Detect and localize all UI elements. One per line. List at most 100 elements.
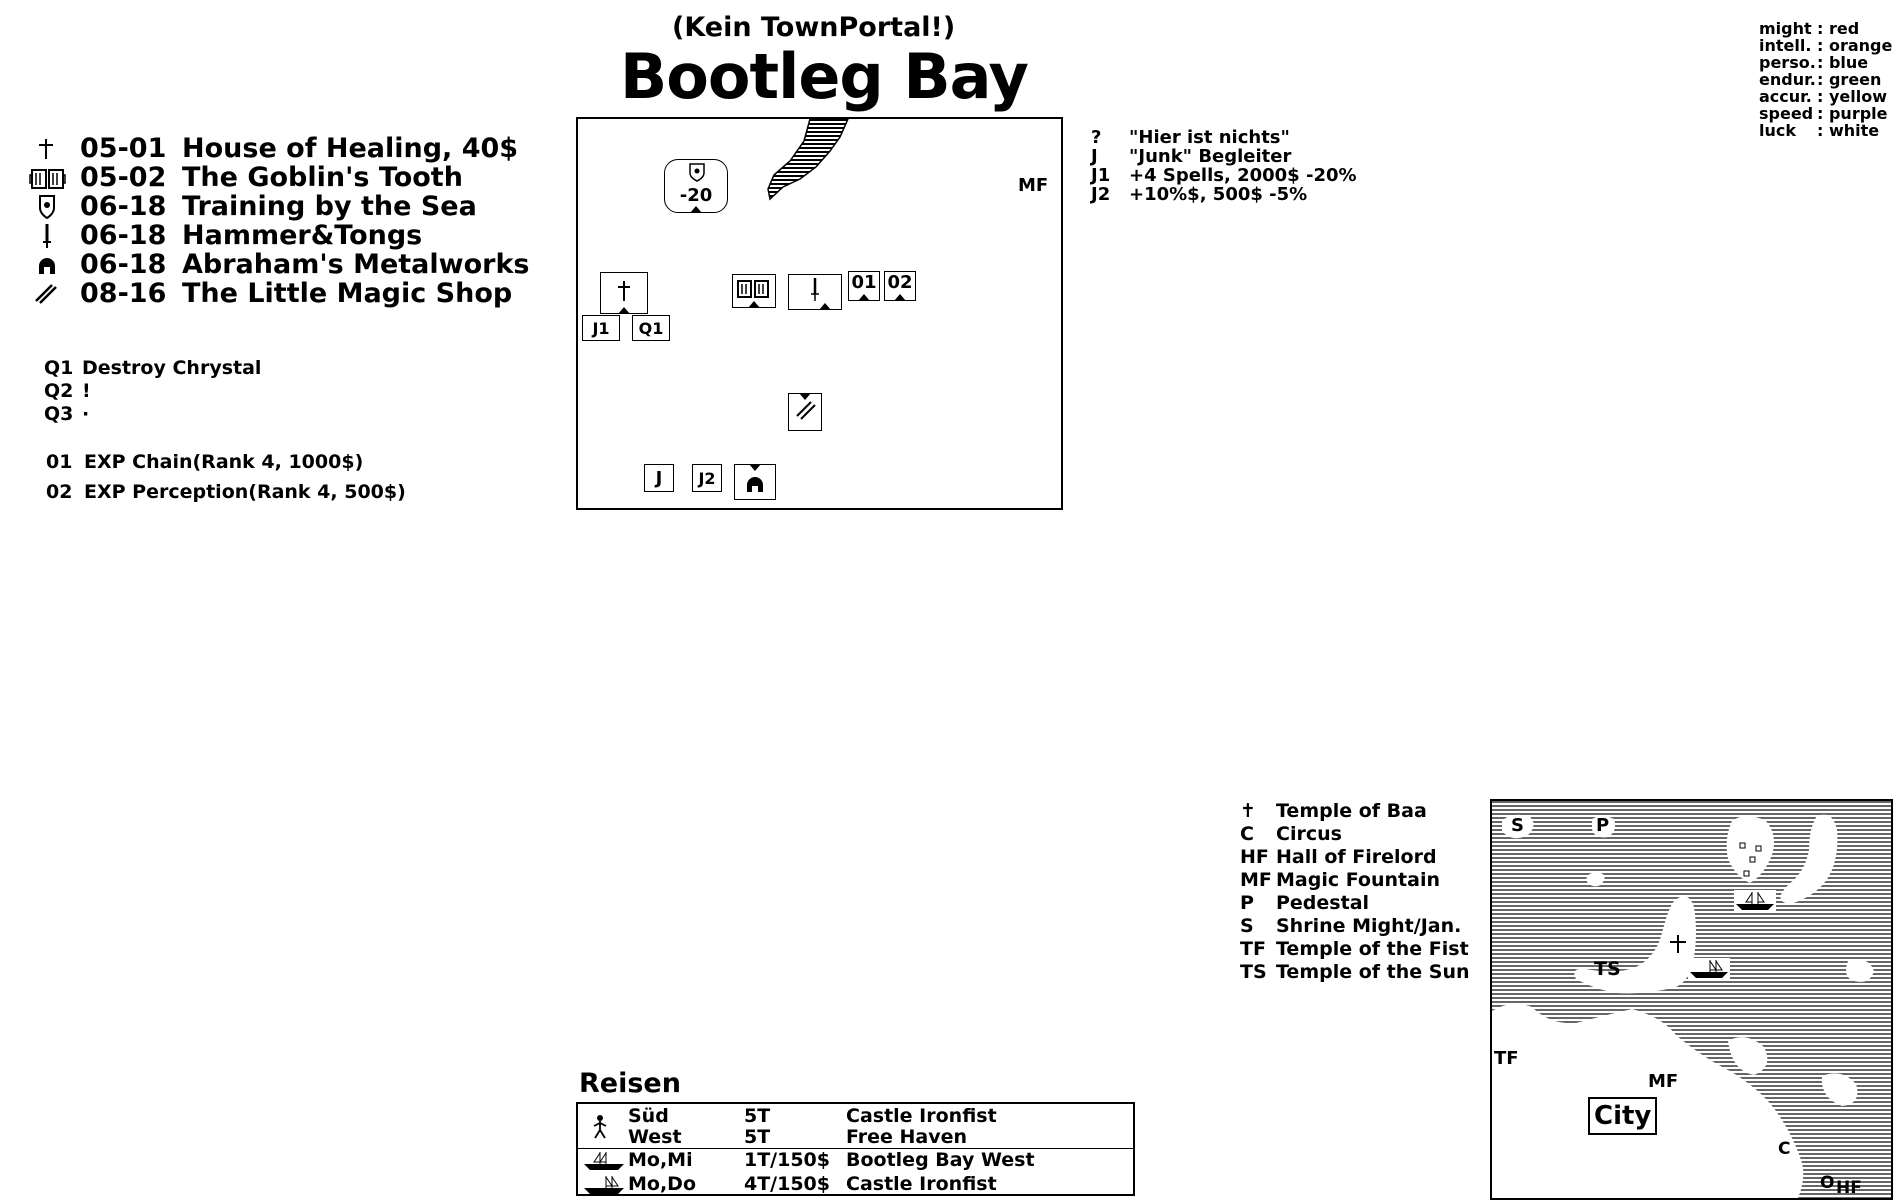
shop-name: The Little Magic Shop: [182, 278, 513, 309]
note-text: +10%$, 500$ -5%: [1129, 184, 1308, 205]
shop-code: 06-18: [80, 220, 167, 251]
travel-destination: Free Haven: [846, 1126, 968, 1148]
region-map: S P TS TF MF City C O HF: [1490, 799, 1893, 1200]
cross-icon: [28, 136, 72, 162]
shop-name: The Goblin's Tooth: [182, 162, 463, 193]
legend-text: Magic Fountain: [1276, 869, 1440, 891]
expert-text: EXP Perception(Rank 4, 500$): [84, 481, 406, 503]
stat-value: : yellow: [1817, 87, 1887, 106]
stat-key: perso.: [1759, 53, 1816, 72]
stat-key: might: [1759, 19, 1812, 38]
quest-key: Q3: [44, 403, 74, 425]
travel-time: 1T/150$: [744, 1149, 831, 1171]
legend-text: Temple of the Sun: [1276, 961, 1470, 983]
ship-icon: [1688, 958, 1730, 984]
stat-value: : orange: [1817, 36, 1893, 55]
q1-label: Q1: [638, 318, 664, 338]
legend-text: Temple of the Fist: [1276, 938, 1469, 960]
note-key: ?: [1091, 127, 1102, 148]
stat-value: : red: [1817, 19, 1860, 38]
stat-key: intell.: [1759, 36, 1812, 55]
stat-item: endur.: green: [1759, 71, 1881, 88]
stat-item: speed: purple: [1759, 105, 1888, 122]
shop-name: Hammer&Tongs: [182, 220, 423, 251]
note-text: +4 Spells, 2000$ -20%: [1129, 165, 1357, 186]
stat-key: endur.: [1759, 70, 1816, 89]
shop-code: 08-16: [80, 278, 167, 309]
entrance-marker: [690, 206, 702, 213]
note-item: ?"Hier ist nichts": [1091, 127, 1290, 148]
beer-mugs-icon: [736, 278, 772, 305]
exp01-marker[interactable]: 01: [848, 271, 880, 301]
j2-marker[interactable]: J2: [692, 464, 722, 492]
legend-key: MF: [1240, 869, 1272, 891]
wand-icon: [793, 398, 817, 427]
exp02-label: 02: [887, 271, 913, 293]
travel-destination: Bootleg Bay West: [846, 1149, 1035, 1171]
travel-time: 4T/150$: [744, 1173, 831, 1195]
armor-shop-building[interactable]: [734, 464, 776, 500]
travel-destination: Castle Ironfist: [846, 1173, 997, 1195]
note-key: J2: [1091, 184, 1111, 205]
stat-key: speed: [1759, 104, 1814, 123]
temple-fist-label: TF: [1494, 1048, 1519, 1069]
entrance-marker: [819, 303, 832, 310]
pedestal-label: P: [1596, 815, 1610, 836]
legend-key: C: [1240, 823, 1254, 845]
city-marker[interactable]: City: [1588, 1097, 1658, 1135]
entrance-marker: [749, 464, 761, 471]
expert-item: 02 EXP Perception(Rank 4, 500$): [46, 481, 406, 503]
j2-label: J2: [698, 468, 716, 488]
magic-fountain-label: MF: [1648, 1071, 1679, 1092]
shop-code: 05-01: [80, 133, 167, 164]
j-marker[interactable]: J: [644, 464, 674, 492]
entrance-marker: [894, 294, 906, 301]
travel-time: 5T: [744, 1105, 771, 1127]
q1-marker[interactable]: Q1: [632, 315, 670, 341]
expert-key: 02: [46, 481, 73, 503]
stat-item: accur.: yellow: [1759, 88, 1887, 105]
sword-icon: [28, 223, 72, 249]
healer-building[interactable]: [600, 272, 648, 314]
marker-o-label: O: [1820, 1173, 1835, 1193]
island-shape: [767, 119, 849, 201]
helmet-icon: [745, 475, 765, 498]
tavern-building[interactable]: [732, 274, 776, 308]
shop-code: 06-18: [80, 249, 167, 280]
quest-key: Q1: [44, 357, 74, 379]
stat-item: perso.: blue: [1759, 54, 1868, 71]
region-legend-item: ✝Temple of Baa: [1240, 800, 1427, 822]
legend-text: Hall of Firelord: [1276, 846, 1437, 868]
j1-label: J1: [592, 318, 610, 338]
travel-days: Süd: [628, 1105, 669, 1127]
shop-code: 05-02: [80, 162, 167, 193]
travel-days: Mo,Mi: [628, 1149, 693, 1171]
town-map: -20 MF J1 Q1 01 02 J J2: [576, 117, 1063, 510]
legend-key: HF: [1240, 846, 1269, 868]
shop-name: House of Healing, 40$: [182, 133, 519, 164]
entrance-marker: [618, 307, 630, 314]
magic-shop-building[interactable]: [788, 393, 822, 431]
map-title: Bootleg Bay: [620, 40, 1029, 113]
legend-key: P: [1240, 892, 1254, 914]
entrance-marker: [748, 301, 760, 308]
exp02-marker[interactable]: 02: [884, 271, 916, 301]
region-terrain: [1492, 801, 1891, 1198]
shop-row: 06-18 Abraham's Metalworks: [28, 249, 529, 280]
training-building[interactable]: -20: [664, 159, 728, 213]
shop-row: 05-01 House of Healing, 40$: [28, 133, 519, 164]
note-item: J2 +10%$, 500$ -5%: [1091, 184, 1307, 205]
magic-fountain-label: MF: [1018, 175, 1049, 196]
weapon-shop-building[interactable]: [788, 274, 842, 310]
j-label: J: [655, 467, 663, 489]
shop-row: 06-18 Training by the Sea: [28, 191, 477, 222]
quest-key: Q2: [44, 380, 74, 402]
stat-item: might : red: [1759, 20, 1859, 37]
shield-crest-icon: [28, 194, 72, 220]
legend-text: Pedestal: [1276, 892, 1370, 914]
stat-item: luck: white: [1759, 122, 1879, 139]
j1-marker[interactable]: J1: [582, 315, 620, 341]
